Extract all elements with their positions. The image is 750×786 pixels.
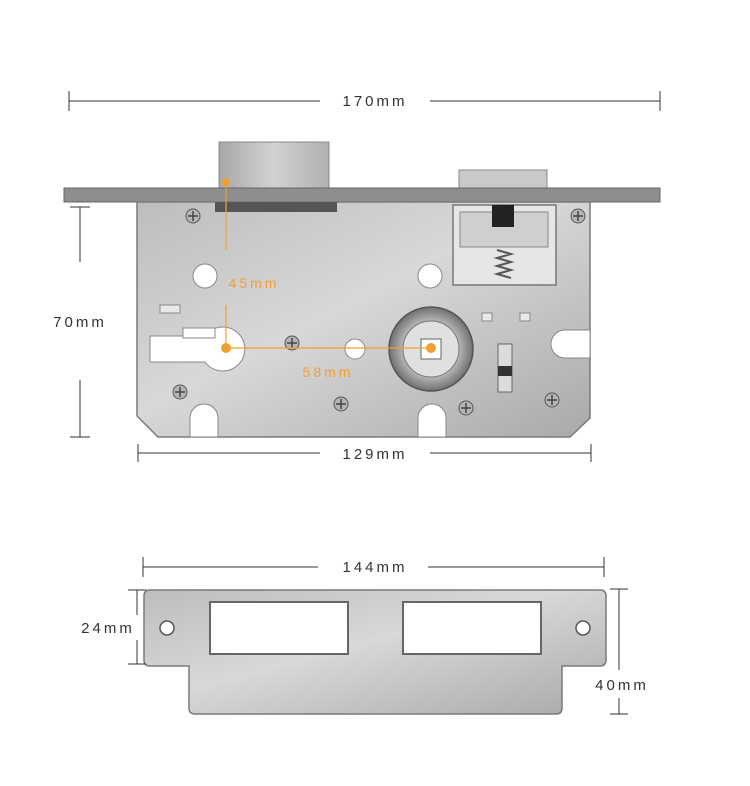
strike-screw-hole — [159, 620, 175, 636]
label-40mm: 40mm — [595, 677, 649, 694]
screw — [458, 400, 474, 416]
label-129mm: 129mm — [342, 446, 407, 463]
label-144mm: 144mm — [342, 559, 407, 576]
follower-slot — [149, 326, 246, 372]
mortise-lock-body: 45mm 58mm — [63, 141, 661, 438]
label-58mm: 58mm — [303, 364, 354, 380]
side-notch — [550, 329, 591, 359]
dimension-strike-width: 144mm — [142, 557, 605, 577]
mount-hole — [417, 263, 443, 289]
screw — [544, 392, 560, 408]
dimension-height: 70mm — [53, 206, 107, 438]
faceplate — [63, 187, 661, 203]
bottom-notch — [417, 403, 447, 438]
screw — [172, 384, 188, 400]
dimension-strike-hole-height: 24mm — [81, 589, 146, 665]
strike-plate — [143, 589, 607, 715]
dimension-body-width: 129mm — [137, 444, 592, 463]
screw — [284, 335, 300, 351]
label-45mm: 45mm — [229, 275, 280, 291]
mount-hole — [344, 338, 366, 360]
label-24mm: 24mm — [81, 620, 135, 637]
mount-hole — [192, 263, 218, 289]
strike-screw-hole — [575, 620, 591, 636]
label-70mm: 70mm — [53, 314, 107, 331]
bottom-notch — [189, 403, 219, 438]
strike-opening-left — [209, 601, 349, 655]
dimension-total-width: 170mm — [68, 91, 661, 111]
screw — [333, 396, 349, 412]
screw — [185, 208, 201, 224]
spring — [493, 249, 515, 279]
latch-bolt — [458, 169, 548, 191]
bolt-slot — [215, 202, 337, 212]
dimension-strike-height: 40mm — [595, 588, 649, 715]
label-170mm: 170mm — [342, 93, 407, 110]
screw — [570, 208, 586, 224]
strike-opening-right — [402, 601, 542, 655]
deadbolt — [218, 141, 330, 191]
